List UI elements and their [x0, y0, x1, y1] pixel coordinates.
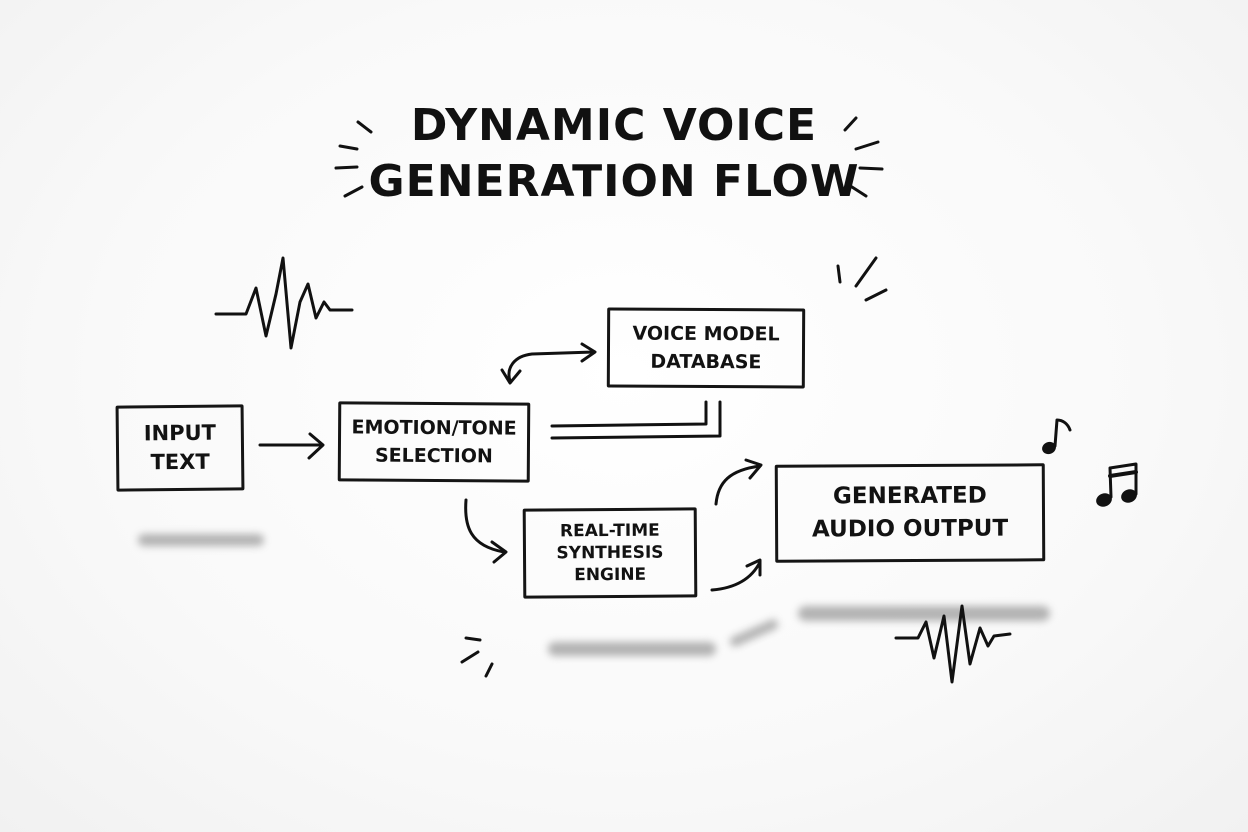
arrow-synthesis-to-output-upper	[714, 458, 763, 506]
waveform-icon	[214, 256, 354, 350]
arrow-emotion-to-synthesis	[464, 498, 508, 564]
shadow-output	[798, 606, 1050, 621]
arrow-synthesis-to-output-lower	[710, 558, 762, 592]
burst-lines-icon-bottom	[460, 636, 494, 678]
title-line-2: GENERATION FLOW	[368, 156, 860, 207]
waveform-icon-bottom	[894, 604, 1012, 684]
shadow-synth	[548, 642, 716, 656]
diagram-title: DYNAMIC VOICE GENERATION FLOW	[354, 98, 874, 210]
arrow-input-to-emotion	[258, 432, 325, 460]
shadow-input	[138, 534, 264, 546]
title-burst-left-icon	[334, 120, 373, 198]
title-burst-right-icon	[843, 116, 884, 198]
title-line-1: DYNAMIC VOICE	[410, 100, 818, 151]
burst-lines-icon	[836, 256, 888, 302]
arrow-emotion-voice-bidirectional	[500, 342, 597, 385]
music-note-icon	[1042, 418, 1072, 455]
link-voice-to-emotion	[550, 400, 722, 440]
double-music-note-icon	[1096, 462, 1138, 507]
